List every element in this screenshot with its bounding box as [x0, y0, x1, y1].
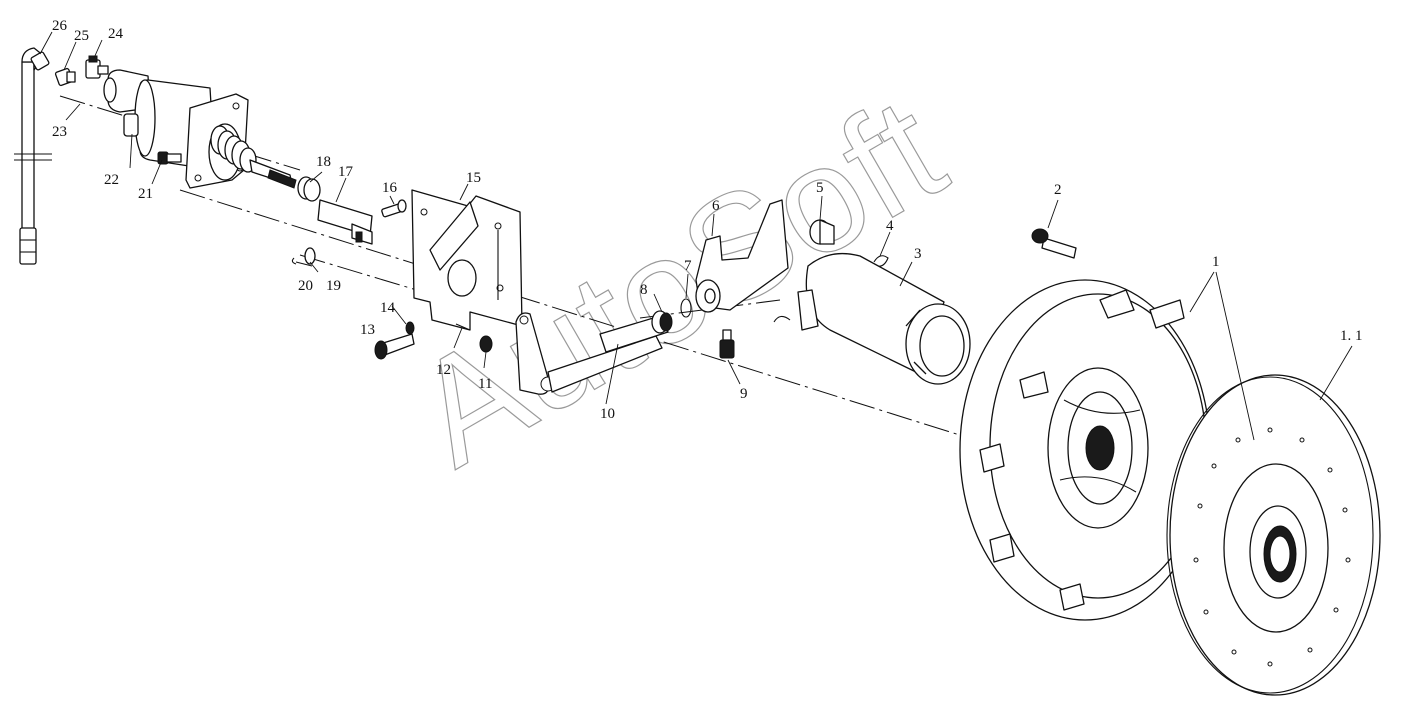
callout-4: 4	[886, 218, 894, 234]
part-7-snap-ring	[680, 298, 692, 318]
callout-1-1: 1. 1	[1340, 328, 1363, 344]
callout-25: 25	[74, 28, 89, 44]
callout-16: 16	[382, 180, 398, 196]
callout-13: 13	[360, 322, 375, 338]
part-14-washer	[405, 321, 415, 335]
part-1-1-clutch-disc	[1166, 374, 1381, 696]
callout-1: 1	[1212, 254, 1220, 270]
booster-boot-bellows	[210, 125, 257, 173]
part-17-clevis	[317, 199, 373, 245]
part-18-nut	[297, 176, 321, 202]
callout-19: 19	[326, 278, 341, 294]
part-8-bushing	[651, 310, 673, 334]
callout-24: 24	[108, 26, 124, 42]
part-6-release-fork	[695, 199, 789, 313]
part-5-bushing	[809, 219, 835, 245]
leader-lines	[39, 31, 1353, 441]
part-15-mounting-bracket	[411, 189, 523, 331]
part-4-spring-clip	[773, 255, 889, 323]
callout-5: 5	[816, 180, 824, 196]
callout-7: 7	[684, 258, 692, 274]
callout-26: 26	[52, 18, 68, 34]
part-1-pressure-plate	[959, 279, 1211, 621]
callout-10: 10	[600, 406, 615, 422]
part-19-washer	[304, 247, 316, 265]
part-12-shim	[455, 323, 471, 331]
part-26-air-hose	[14, 47, 52, 265]
callout-14: 14	[380, 300, 396, 316]
part-22-clutch-booster	[103, 69, 297, 189]
callout-6: 6	[712, 198, 720, 214]
part-21-bolt	[157, 151, 182, 165]
disc-rivet-holes	[1193, 427, 1351, 667]
part-11-nut	[479, 335, 493, 353]
part-25-fitting	[54, 67, 76, 87]
callout-2: 2	[1054, 182, 1062, 198]
part-10-release-lever-shaft	[515, 312, 669, 395]
callout-11: 11	[478, 376, 492, 392]
part-24-elbow-fitting	[85, 55, 109, 79]
callout-21: 21	[138, 186, 153, 202]
part-13-bolt	[374, 333, 415, 360]
callout-8: 8	[640, 282, 648, 298]
part-9-grease-fitting	[719, 329, 735, 359]
part-20-cotter-pin	[291, 257, 313, 267]
callout-3: 3	[914, 246, 922, 262]
callout-labels: 26 25 24 23 22 21 20 19 18 17 16 15 14 1…	[52, 18, 1363, 422]
part-2-bolt	[1031, 228, 1077, 259]
callout-9: 9	[740, 386, 748, 402]
callout-20: 20	[298, 278, 313, 294]
callout-17: 17	[338, 164, 354, 180]
part-3-release-bearing	[797, 252, 971, 385]
callout-23: 23	[52, 124, 67, 140]
callout-12: 12	[436, 362, 451, 378]
part-16-pin	[381, 199, 407, 218]
callout-18: 18	[316, 154, 331, 170]
callout-15: 15	[466, 170, 481, 186]
callout-22: 22	[104, 172, 119, 188]
